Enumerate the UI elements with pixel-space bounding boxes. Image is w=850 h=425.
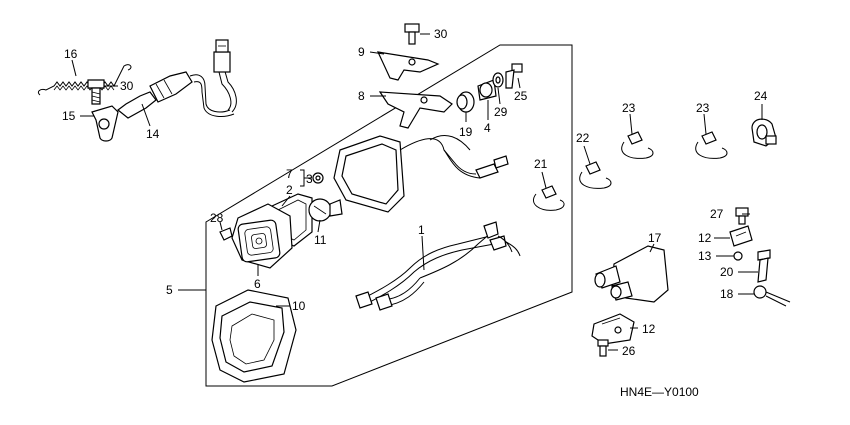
callout-15: 15 <box>62 109 76 123</box>
callout-9: 9 <box>358 45 365 59</box>
callout-4: 4 <box>484 121 491 135</box>
callout-10: 10 <box>292 299 306 313</box>
part-screw <box>219 227 233 241</box>
callout-28: 28 <box>210 211 224 225</box>
callout-12-right: 12 <box>698 231 712 245</box>
callout-11: 11 <box>314 233 327 247</box>
callout-2: 2 <box>286 183 293 197</box>
callout-20: 20 <box>720 265 734 279</box>
part-bolt-20 <box>757 249 771 283</box>
part-stay-bracket <box>91 105 119 142</box>
callout-22: 22 <box>576 131 590 145</box>
callout-3: 3 <box>306 172 313 186</box>
callout-30-left: 30 <box>120 79 134 93</box>
part-boot-cover <box>594 245 669 303</box>
part-clip-23b <box>695 131 728 159</box>
callout-29: 29 <box>494 105 508 119</box>
callout-7: 7 <box>286 167 293 181</box>
part-clip-21 <box>533 185 565 211</box>
callout-5: 5 <box>166 283 173 297</box>
part-clamp-24 <box>751 118 777 147</box>
callout-25: 25 <box>514 89 528 103</box>
part-lamp-lens <box>231 203 293 269</box>
callout-23-a: 23 <box>622 101 636 115</box>
diagram-reference-code: HN4E—Y0100 <box>620 385 699 399</box>
part-upper-bracket <box>376 51 440 81</box>
part-washer <box>492 72 504 88</box>
part-bulb <box>308 198 343 222</box>
part-lamp-cover <box>211 289 297 383</box>
part-mounting-bracket <box>378 91 453 129</box>
part-lamp-housing <box>333 135 509 213</box>
callout-6: 6 <box>254 277 261 291</box>
part-bolt-top <box>404 23 420 45</box>
callout-18: 18 <box>720 287 734 301</box>
part-nut-13 <box>733 251 743 261</box>
part-switch-assembly <box>117 39 237 119</box>
callout-24: 24 <box>754 89 768 103</box>
part-bolt-25 <box>505 63 523 89</box>
callout-16: 16 <box>64 47 78 61</box>
callout-26: 26 <box>622 344 636 358</box>
callout-14: 14 <box>146 127 160 141</box>
part-relay-right <box>729 225 753 247</box>
callout-17: 17 <box>648 231 662 245</box>
part-clip-23a <box>621 131 654 159</box>
part-clamp-18 <box>753 285 791 307</box>
part-bolt-26 <box>597 339 609 357</box>
callouts: 16 30 15 14 30 9 8 19 4 29 25 7 3 2 11 2… <box>62 27 768 358</box>
callout-12-bottom: 12 <box>642 322 656 336</box>
part-collar <box>477 79 497 101</box>
callout-30-top: 30 <box>434 27 448 41</box>
part-bolt-27 <box>735 207 749 225</box>
callout-13: 13 <box>698 249 712 263</box>
callout-21: 21 <box>534 157 548 171</box>
callout-19: 19 <box>459 125 473 139</box>
callout-1: 1 <box>418 223 425 237</box>
assembly-frame <box>205 44 573 387</box>
part-bolt-left <box>87 79 105 105</box>
part-grommet <box>456 91 475 113</box>
part-nut <box>312 172 324 184</box>
part-relay-bottom <box>591 313 635 345</box>
part-wire-harness <box>355 221 521 311</box>
part-clip-22 <box>579 161 612 189</box>
callout-8: 8 <box>358 89 365 103</box>
leader-lines <box>71 33 763 351</box>
callout-27: 27 <box>710 207 724 221</box>
callout-23-b: 23 <box>696 101 710 115</box>
part-spring <box>37 64 132 96</box>
